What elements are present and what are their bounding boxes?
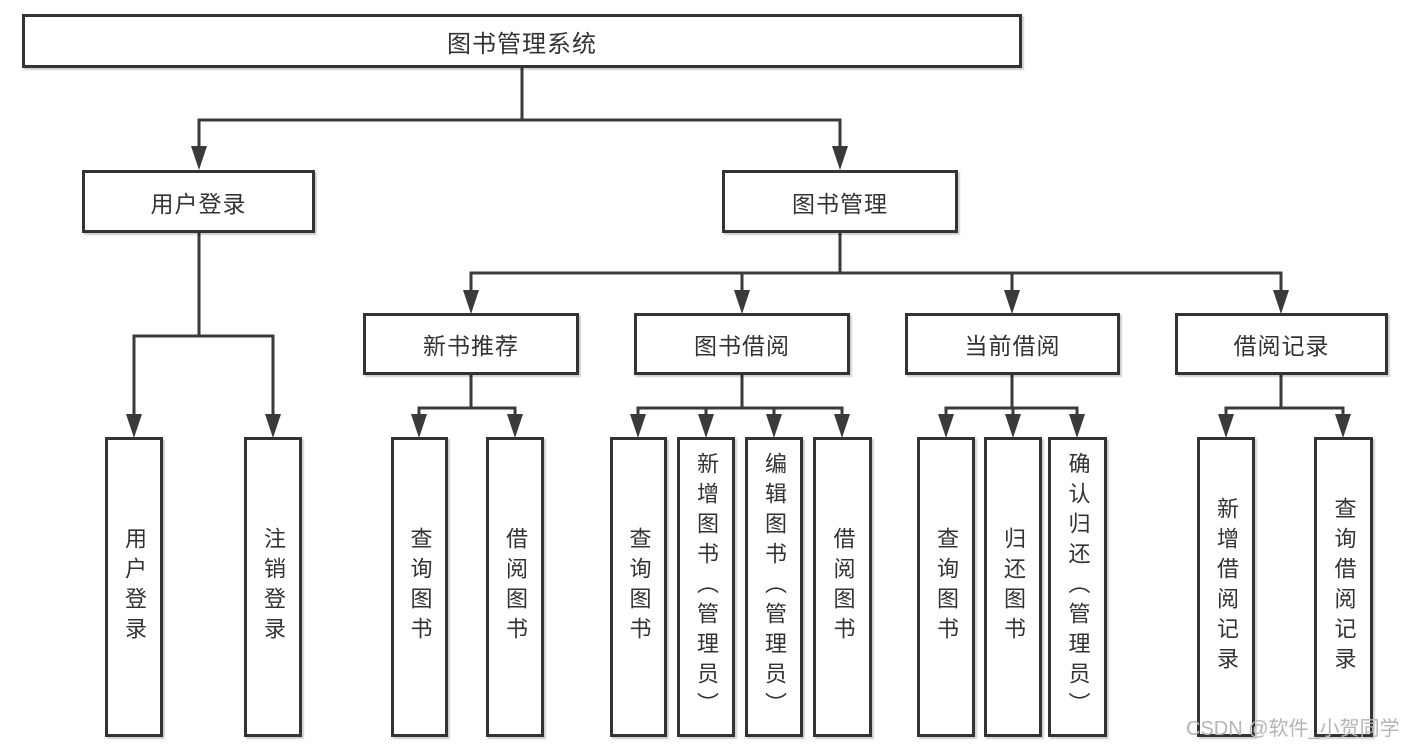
leaf-label: 用户登录 — [122, 527, 147, 647]
leaf-label: 注销登录 — [261, 527, 286, 647]
node-borrow-records: 借阅记录 — [1175, 313, 1388, 375]
leaf-label: 借阅图书 — [503, 527, 528, 647]
node-label: 图书借阅 — [694, 333, 790, 359]
leaf-label: 编辑图书（管理员） — [762, 452, 787, 722]
leaf-label: 查询图书 — [934, 527, 959, 647]
leaf-query-books-current: 查询图书 — [917, 437, 975, 737]
node-label: 图书管理系统 — [447, 30, 597, 58]
leaf-label: 借阅图书 — [830, 527, 856, 647]
leaf-query-books-borrow: 查询图书 — [610, 437, 667, 737]
leaf-label: 新增图书（管理员） — [694, 452, 719, 722]
node-label: 新书推荐 — [423, 333, 519, 359]
leaf-borrow-books: 借阅图书 — [813, 437, 872, 737]
leaf-label: 归还图书 — [1001, 527, 1026, 647]
watermark: CSDN @软件_小贺同学 — [1186, 718, 1400, 740]
leaf-edit-books-admin: 编辑图书（管理员） — [745, 437, 803, 737]
leaf-add-borrow-record: 新增借阅记录 — [1197, 437, 1255, 737]
node-user-login: 用户登录 — [82, 170, 315, 233]
leaf-borrow-books-recommend: 借阅图书 — [486, 437, 544, 737]
leaf-logout: 注销登录 — [244, 437, 302, 737]
leaf-return-books: 归还图书 — [984, 437, 1042, 737]
node-label: 当前借阅 — [964, 333, 1061, 359]
leaf-query-borrow-record: 查询借阅记录 — [1314, 437, 1373, 737]
node-label: 借阅记录 — [1233, 333, 1330, 359]
leaf-label: 查询借阅记录 — [1331, 497, 1357, 677]
leaf-label: 查询图书 — [626, 527, 652, 647]
node-label: 用户登录 — [150, 190, 247, 217]
node-label: 图书管理 — [792, 190, 888, 217]
node-system-root: 图书管理系统 — [22, 14, 1022, 68]
leaf-confirm-return-admin: 确认归还（管理员） — [1048, 437, 1107, 737]
node-book-borrow: 图书借阅 — [634, 313, 850, 375]
leaf-label: 新增借阅记录 — [1214, 497, 1239, 677]
leaf-user-login: 用户登录 — [105, 437, 163, 737]
leaf-query-books-recommend: 查询图书 — [391, 437, 448, 737]
leaf-label: 确认归还（管理员） — [1065, 452, 1091, 722]
node-book-management: 图书管理 — [722, 170, 958, 233]
leaf-add-books-admin: 新增图书（管理员） — [677, 437, 735, 737]
node-current-borrow: 当前借阅 — [905, 313, 1120, 375]
node-new-book-recommend: 新书推荐 — [363, 313, 579, 375]
leaf-label: 查询图书 — [407, 527, 433, 647]
arrowhead-icons — [126, 146, 1351, 438]
